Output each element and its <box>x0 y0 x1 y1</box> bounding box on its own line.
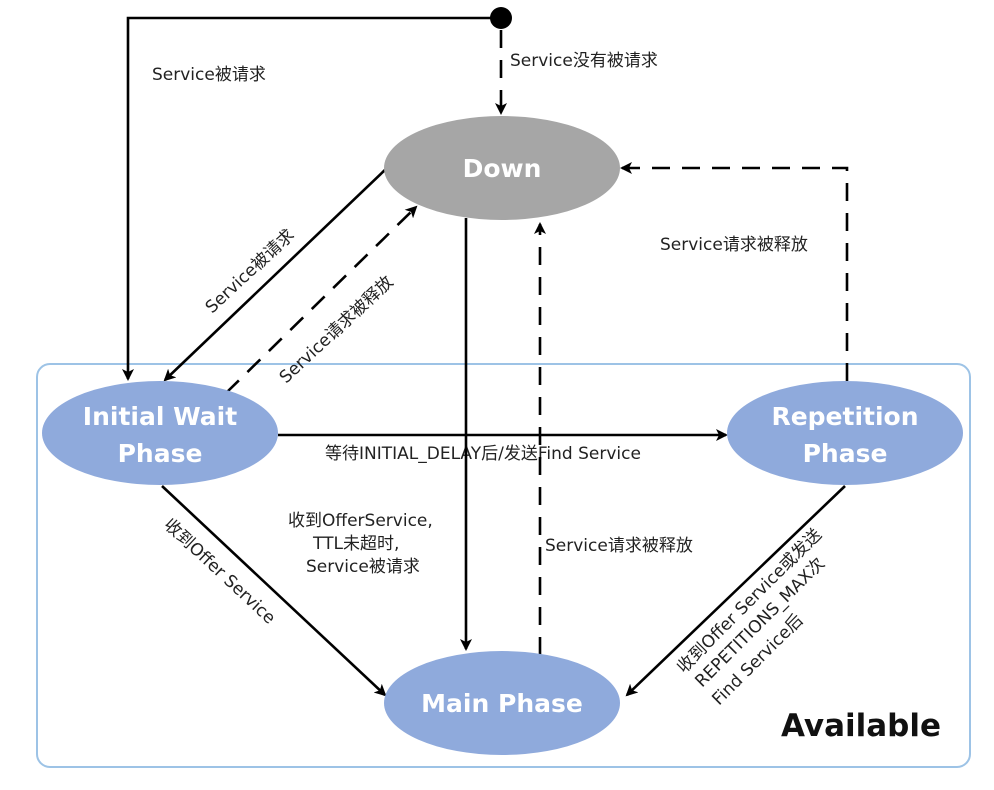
state-main-phase[interactable]: Main Phase <box>384 651 620 755</box>
edge-label-initial-wait-to-main: 收到Offer Service <box>160 515 280 628</box>
state-down[interactable]: Down <box>384 116 620 220</box>
edge-label-initial-wait-to-down: Service请求被释放 <box>276 272 398 387</box>
edge-initial-wait-to-main <box>161 485 387 697</box>
state-repetition-label-line2: Phase <box>803 439 888 468</box>
state-repetition-label-line1: Repetition <box>771 402 918 431</box>
state-initial-wait-label-line2: Phase <box>118 439 203 468</box>
edge-repetition-to-down <box>620 162 849 381</box>
edge-repetition-to-main <box>625 485 846 697</box>
available-label: Available <box>781 708 941 744</box>
state-repetition-phase[interactable]: Repetition Phase <box>727 381 963 485</box>
edge-down-to-initial-wait <box>163 167 388 382</box>
edge-label-down-to-initial-wait: Service被请求 <box>202 225 299 317</box>
edge-label-initial-wait-to-repetition: 等待INITIAL_DELAY后/发送Find Service <box>325 444 641 464</box>
initial-state-dot <box>490 7 512 29</box>
state-repetition-shape <box>727 381 963 485</box>
edge-label-main-to-down: Service请求被释放 <box>545 536 693 556</box>
state-initial-wait-phase[interactable]: Initial Wait Phase <box>42 381 278 485</box>
edge-label-down-to-main-line3: Service被请求 <box>306 557 420 577</box>
state-down-label: Down <box>463 154 542 183</box>
available-container <box>36 363 971 768</box>
edge-label-start-to-down: Service没有被请求 <box>510 51 658 71</box>
edge-label-down-to-main-line2: TTL未超时, <box>312 534 399 554</box>
edge-initial-wait-to-down <box>225 205 418 394</box>
edge-label-repetition-to-down: Service请求被释放 <box>660 235 808 255</box>
edge-label-down-to-main-line1: 收到OfferService, <box>288 511 433 531</box>
state-down-shape <box>384 116 620 220</box>
state-main-label: Main Phase <box>421 689 583 718</box>
state-initial-wait-shape <box>42 381 278 485</box>
state-initial-wait-label-line1: Initial Wait <box>83 402 237 431</box>
state-main-shape <box>384 651 620 755</box>
edge-start-to-initial-wait <box>122 16 495 381</box>
edge-label-start-to-initial-wait: Service被请求 <box>152 65 266 85</box>
